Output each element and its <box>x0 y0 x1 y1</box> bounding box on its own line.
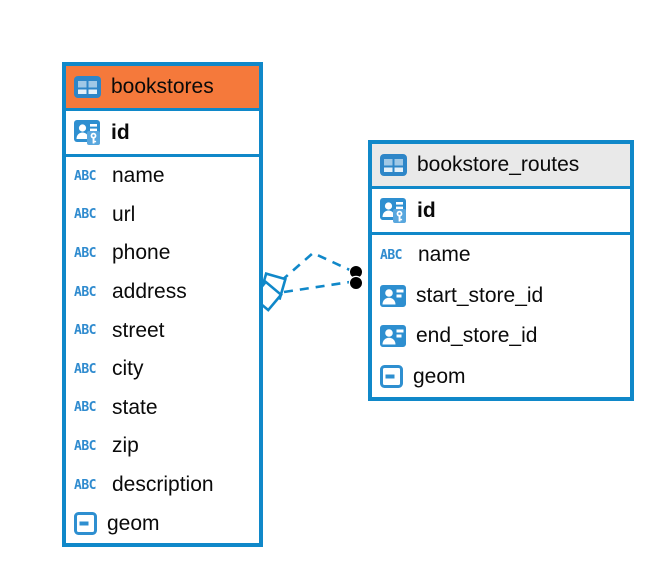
column-name: start_store_id <box>416 283 544 307</box>
table-bookstores-header[interactable]: bookstores <box>66 66 259 111</box>
column-row[interactable]: ABC name <box>372 235 630 276</box>
table-name: bookstores <box>111 75 214 98</box>
column-name: geom <box>413 364 466 388</box>
column-name: state <box>112 395 158 419</box>
table-icon <box>74 76 101 98</box>
column-row[interactable]: end_store_id <box>372 316 630 357</box>
column-row[interactable]: start_store_id <box>372 276 630 317</box>
geometry-type-icon <box>380 365 403 389</box>
text-type-icon: ABC <box>74 438 96 454</box>
relationship-line-upper[interactable] <box>280 251 353 282</box>
column-row[interactable]: ABC zip <box>66 427 259 466</box>
text-type-icon: ABC <box>74 400 96 416</box>
column-row[interactable]: ABC address <box>66 273 259 312</box>
column-row[interactable]: ABC street <box>66 311 259 350</box>
table-bookstore-routes-fields: ABC name start_store_id <box>372 235 630 397</box>
relationship-target-anchor-icon <box>348 264 364 291</box>
column-name: description <box>112 473 214 497</box>
table-bookstores-fields: ABC name ABC url ABC phone ABC address A… <box>66 157 259 543</box>
table-bookstore-routes-header[interactable]: bookstore_routes <box>372 144 630 189</box>
text-type-icon: ABC <box>74 168 96 184</box>
column-row[interactable]: geom <box>372 357 630 398</box>
column-name: street <box>112 318 165 342</box>
primary-key-icon <box>380 198 407 223</box>
column-row[interactable]: ABC name <box>66 157 259 196</box>
column-name: end_store_id <box>416 324 538 348</box>
table-icon <box>380 154 407 176</box>
reference-key-icon <box>380 284 406 307</box>
column-name: name <box>112 164 165 188</box>
column-name: name <box>418 243 471 267</box>
column-name: id <box>111 120 130 144</box>
relationship-line-lower[interactable] <box>283 280 351 294</box>
reference-key-icon <box>380 325 406 348</box>
column-row-id[interactable]: id <box>66 111 259 157</box>
text-type-icon: ABC <box>74 361 96 377</box>
column-row-id[interactable]: id <box>372 189 630 235</box>
column-name: zip <box>112 434 139 458</box>
column-row[interactable]: ABC phone <box>66 234 259 273</box>
column-name: city <box>112 357 144 381</box>
table-name: bookstore_routes <box>417 153 580 176</box>
column-row[interactable]: geom <box>66 504 259 543</box>
table-bookstores[interactable]: bookstores id ABC <box>62 62 263 547</box>
column-row[interactable]: ABC city <box>66 350 259 389</box>
column-row[interactable]: ABC url <box>66 196 259 235</box>
text-type-icon: ABC <box>74 245 96 261</box>
table-bookstore-routes[interactable]: bookstore_routes id <box>368 140 634 401</box>
column-name: phone <box>112 241 171 265</box>
text-type-icon: ABC <box>74 323 96 339</box>
column-name: url <box>112 202 136 226</box>
column-row[interactable]: ABC state <box>66 389 259 428</box>
text-type-icon: ABC <box>380 247 402 263</box>
column-row[interactable]: ABC description <box>66 466 259 505</box>
column-name: geom <box>107 511 160 535</box>
geometry-type-icon <box>74 512 97 536</box>
primary-key-icon <box>74 120 101 145</box>
relationship-connector[interactable] <box>251 251 364 312</box>
column-name: id <box>417 198 436 222</box>
text-type-icon: ABC <box>74 284 96 300</box>
text-type-icon: ABC <box>74 207 96 223</box>
column-name: address <box>112 280 187 304</box>
text-type-icon: ABC <box>74 477 96 493</box>
